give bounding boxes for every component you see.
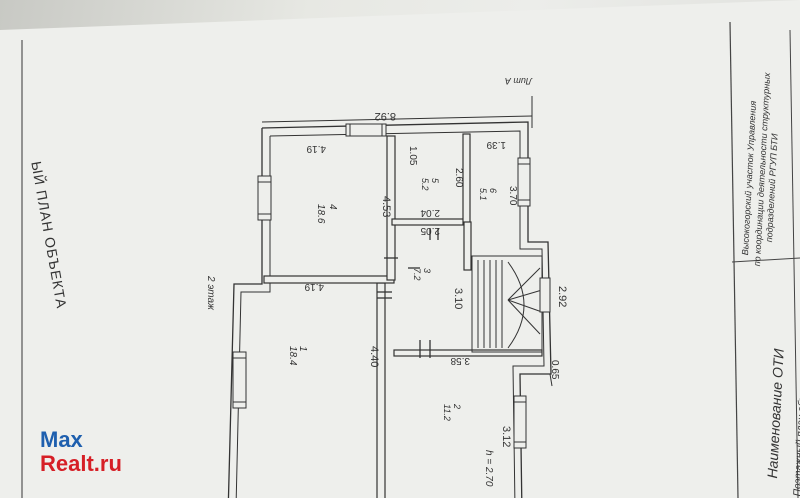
room4-dim-side: 4.53 — [380, 196, 392, 218]
room2-dim-top: 3.58 — [450, 355, 470, 366]
title-block-inner-line — [789, 29, 799, 498]
room1-num: 1 — [297, 346, 308, 352]
room1-dim-top: 4.19 — [304, 281, 324, 292]
dim-side: 2.92 — [556, 286, 568, 308]
room4-area: 18.6 — [315, 204, 326, 224]
room4-num: 4 — [327, 204, 338, 210]
room3-num: 3 — [422, 268, 432, 274]
dim-width: 8.92 — [374, 110, 396, 122]
title-block-border — [729, 21, 739, 498]
title-block-divider — [731, 257, 800, 263]
room6-area: 5.1 — [478, 188, 488, 201]
watermark-line2: Realt.ru — [40, 451, 122, 476]
room5-dim-top: 1.05 — [407, 146, 418, 166]
room3-dim-top: 2.05 — [420, 225, 440, 236]
wall-room4-center — [386, 135, 396, 281]
room6-dim-top: 1.39 — [486, 139, 506, 150]
door-marks — [377, 228, 439, 358]
inner-wall-outline — [235, 130, 545, 498]
room2-dim-side: 3.12 — [500, 426, 512, 448]
wall-room2-top — [393, 349, 543, 357]
staircase — [471, 255, 543, 353]
room2-area: 11.2 — [442, 404, 452, 421]
room1-dim-side: 4.40 — [368, 346, 380, 368]
room5-dim-extra: 2.04 — [420, 207, 440, 218]
room3-area: 7.2 — [412, 268, 422, 281]
plan-interior-walls — [263, 133, 543, 498]
room3-dim-side: 3.10 — [452, 288, 464, 310]
room6-num: 6 — [488, 188, 498, 194]
room6-dim-side: 3.70 — [507, 186, 518, 206]
room5-num: 5 — [430, 178, 440, 184]
wall-room5-room6 — [462, 133, 471, 225]
room2-num: 2 — [452, 404, 462, 410]
watermark-logo: Max Realt.ru — [40, 428, 122, 476]
floor-label: 2 этаж — [205, 276, 216, 310]
room5-dim-side: 2.60 — [453, 168, 464, 188]
wall-room1-room2 — [376, 282, 386, 498]
dimension-lines — [261, 96, 553, 387]
watermark-line1: Max — [40, 427, 83, 452]
litera-label: Лит А — [504, 76, 532, 86]
dim-offset: 0.65 — [549, 360, 560, 380]
room2-height: h = 2.70 — [483, 450, 494, 487]
room1-area: 18.4 — [287, 346, 298, 366]
windows — [232, 123, 551, 449]
wall-room4-room1 — [263, 275, 395, 284]
room5-area: 5.2 — [420, 178, 430, 191]
wall-stair-left — [463, 221, 472, 271]
room4-dim-top: 4.19 — [306, 143, 326, 154]
